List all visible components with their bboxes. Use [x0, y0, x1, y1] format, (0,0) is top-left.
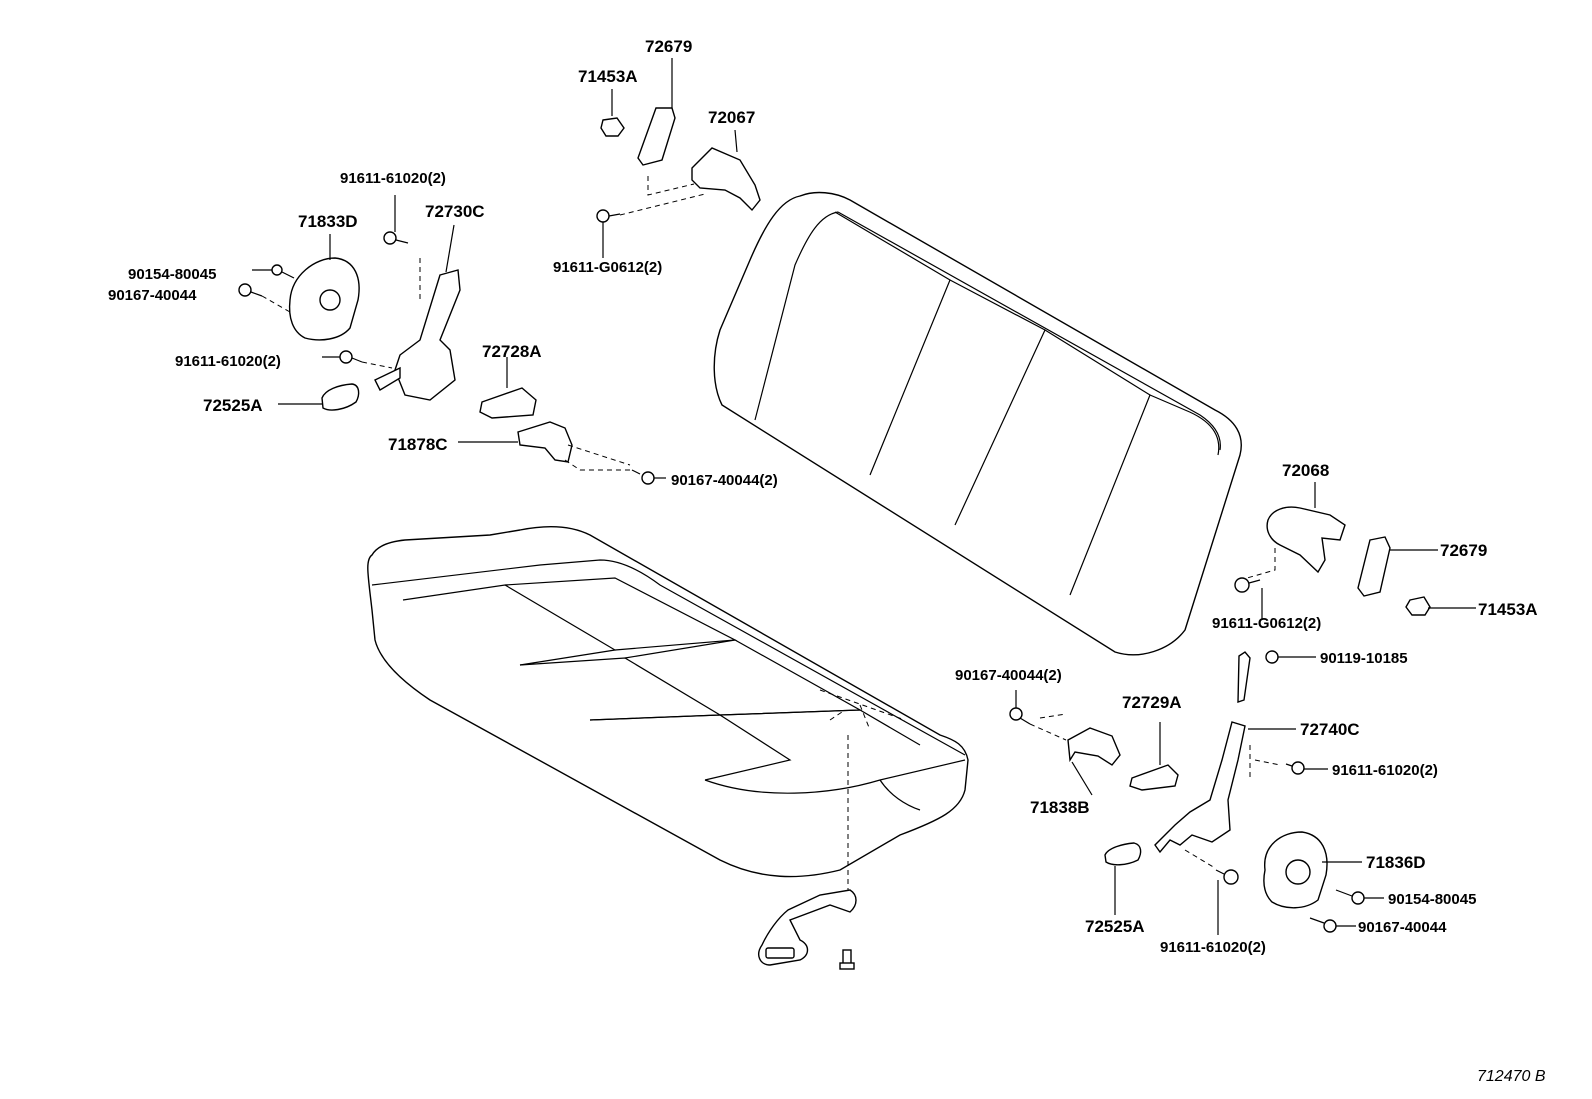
buckle-bracket [758, 735, 857, 970]
label-91611-61020-a: 91611-61020(2) [340, 170, 446, 187]
label-91611-61020-c: 91611-61020(2) [1332, 762, 1438, 779]
label-71453a-top: 71453A [578, 67, 638, 86]
cap-72729a [1129, 722, 1179, 791]
label-72068: 72068 [1282, 461, 1329, 480]
clip-71453a-top [600, 89, 625, 137]
seat-back [713, 191, 1242, 656]
label-90119-10185: 90119-10185 [1320, 650, 1408, 667]
screw-90167-40044-right-top [1009, 690, 1067, 741]
label-90167-40044-right: 90167-40044 [1358, 919, 1447, 936]
label-91611-61020-d: 91611-61020(2) [1160, 939, 1266, 956]
knob-72525a-right [1104, 842, 1142, 915]
clip-71453a-right [1405, 596, 1476, 616]
bracket-71838b [1067, 727, 1121, 796]
cover-72679-top [637, 58, 676, 166]
label-90167-40044-right-top: 90167-40044(2) [955, 667, 1062, 684]
label-91611-61020-b: 91611-61020(2) [175, 353, 281, 370]
label-71838b: 71838B [1030, 798, 1090, 817]
bracket-71878c [458, 421, 631, 471]
recliner-72730c [374, 224, 461, 401]
cover-72679-right [1357, 536, 1438, 597]
bolt-91611-61020-a [383, 195, 421, 300]
cover-71833d [288, 234, 360, 341]
hinge-72068 [1239, 482, 1346, 581]
screw-90154-80045-right [1335, 889, 1384, 905]
diagram-code: 712470 B [1477, 1068, 1546, 1085]
label-72525a-right: 72525A [1085, 917, 1145, 936]
label-71833d: 71833D [298, 212, 358, 231]
label-71836d: 71836D [1366, 853, 1426, 872]
bolt-91611-61020-d [1184, 849, 1239, 935]
label-90167-40044-left: 90167-40044 [108, 287, 197, 304]
recliner-72740c [1154, 721, 1296, 854]
label-72679-top: 72679 [645, 37, 692, 56]
label-71453a-right: 71453A [1478, 600, 1538, 619]
label-91611-g0612-left: 91611-G0612(2) [553, 259, 662, 276]
hinge-72067 [619, 129, 761, 216]
label-90167-40044-mid: 90167-40044(2) [671, 472, 778, 489]
pin-90119-10185 [1237, 650, 1316, 703]
label-90154-80045-right: 90154-80045 [1388, 891, 1476, 908]
bolt-91611-61020-b [322, 350, 393, 369]
bolt-91611-g0612-left [596, 209, 621, 258]
label-72728a: 72728A [482, 342, 542, 361]
label-72679-right: 72679 [1440, 541, 1487, 560]
label-72729a: 72729A [1122, 693, 1182, 712]
label-71878c: 71878C [388, 435, 448, 454]
cap-72728a [479, 357, 537, 419]
label-91611-g0612-right: 91611-G0612(2) [1212, 615, 1321, 632]
label-72740c: 72740C [1300, 720, 1360, 739]
cover-71836d [1263, 831, 1362, 909]
bolt-91611-g0612-right [1234, 577, 1263, 620]
seat-cushion [367, 526, 969, 878]
knob-72525a-left [278, 383, 360, 411]
label-72730c: 72730C [425, 202, 485, 221]
bolt-91611-61020-c [1285, 761, 1328, 775]
screw-90154-80045-left [252, 264, 295, 279]
screw-90167-40044-right [1309, 917, 1356, 933]
screw-90167-40044-left [238, 283, 291, 313]
label-72067: 72067 [708, 108, 755, 127]
label-90154-80045-left: 90154-80045 [128, 266, 216, 283]
screw-90167-40044-mid [631, 469, 666, 485]
label-72525a-left: 72525A [203, 396, 263, 415]
